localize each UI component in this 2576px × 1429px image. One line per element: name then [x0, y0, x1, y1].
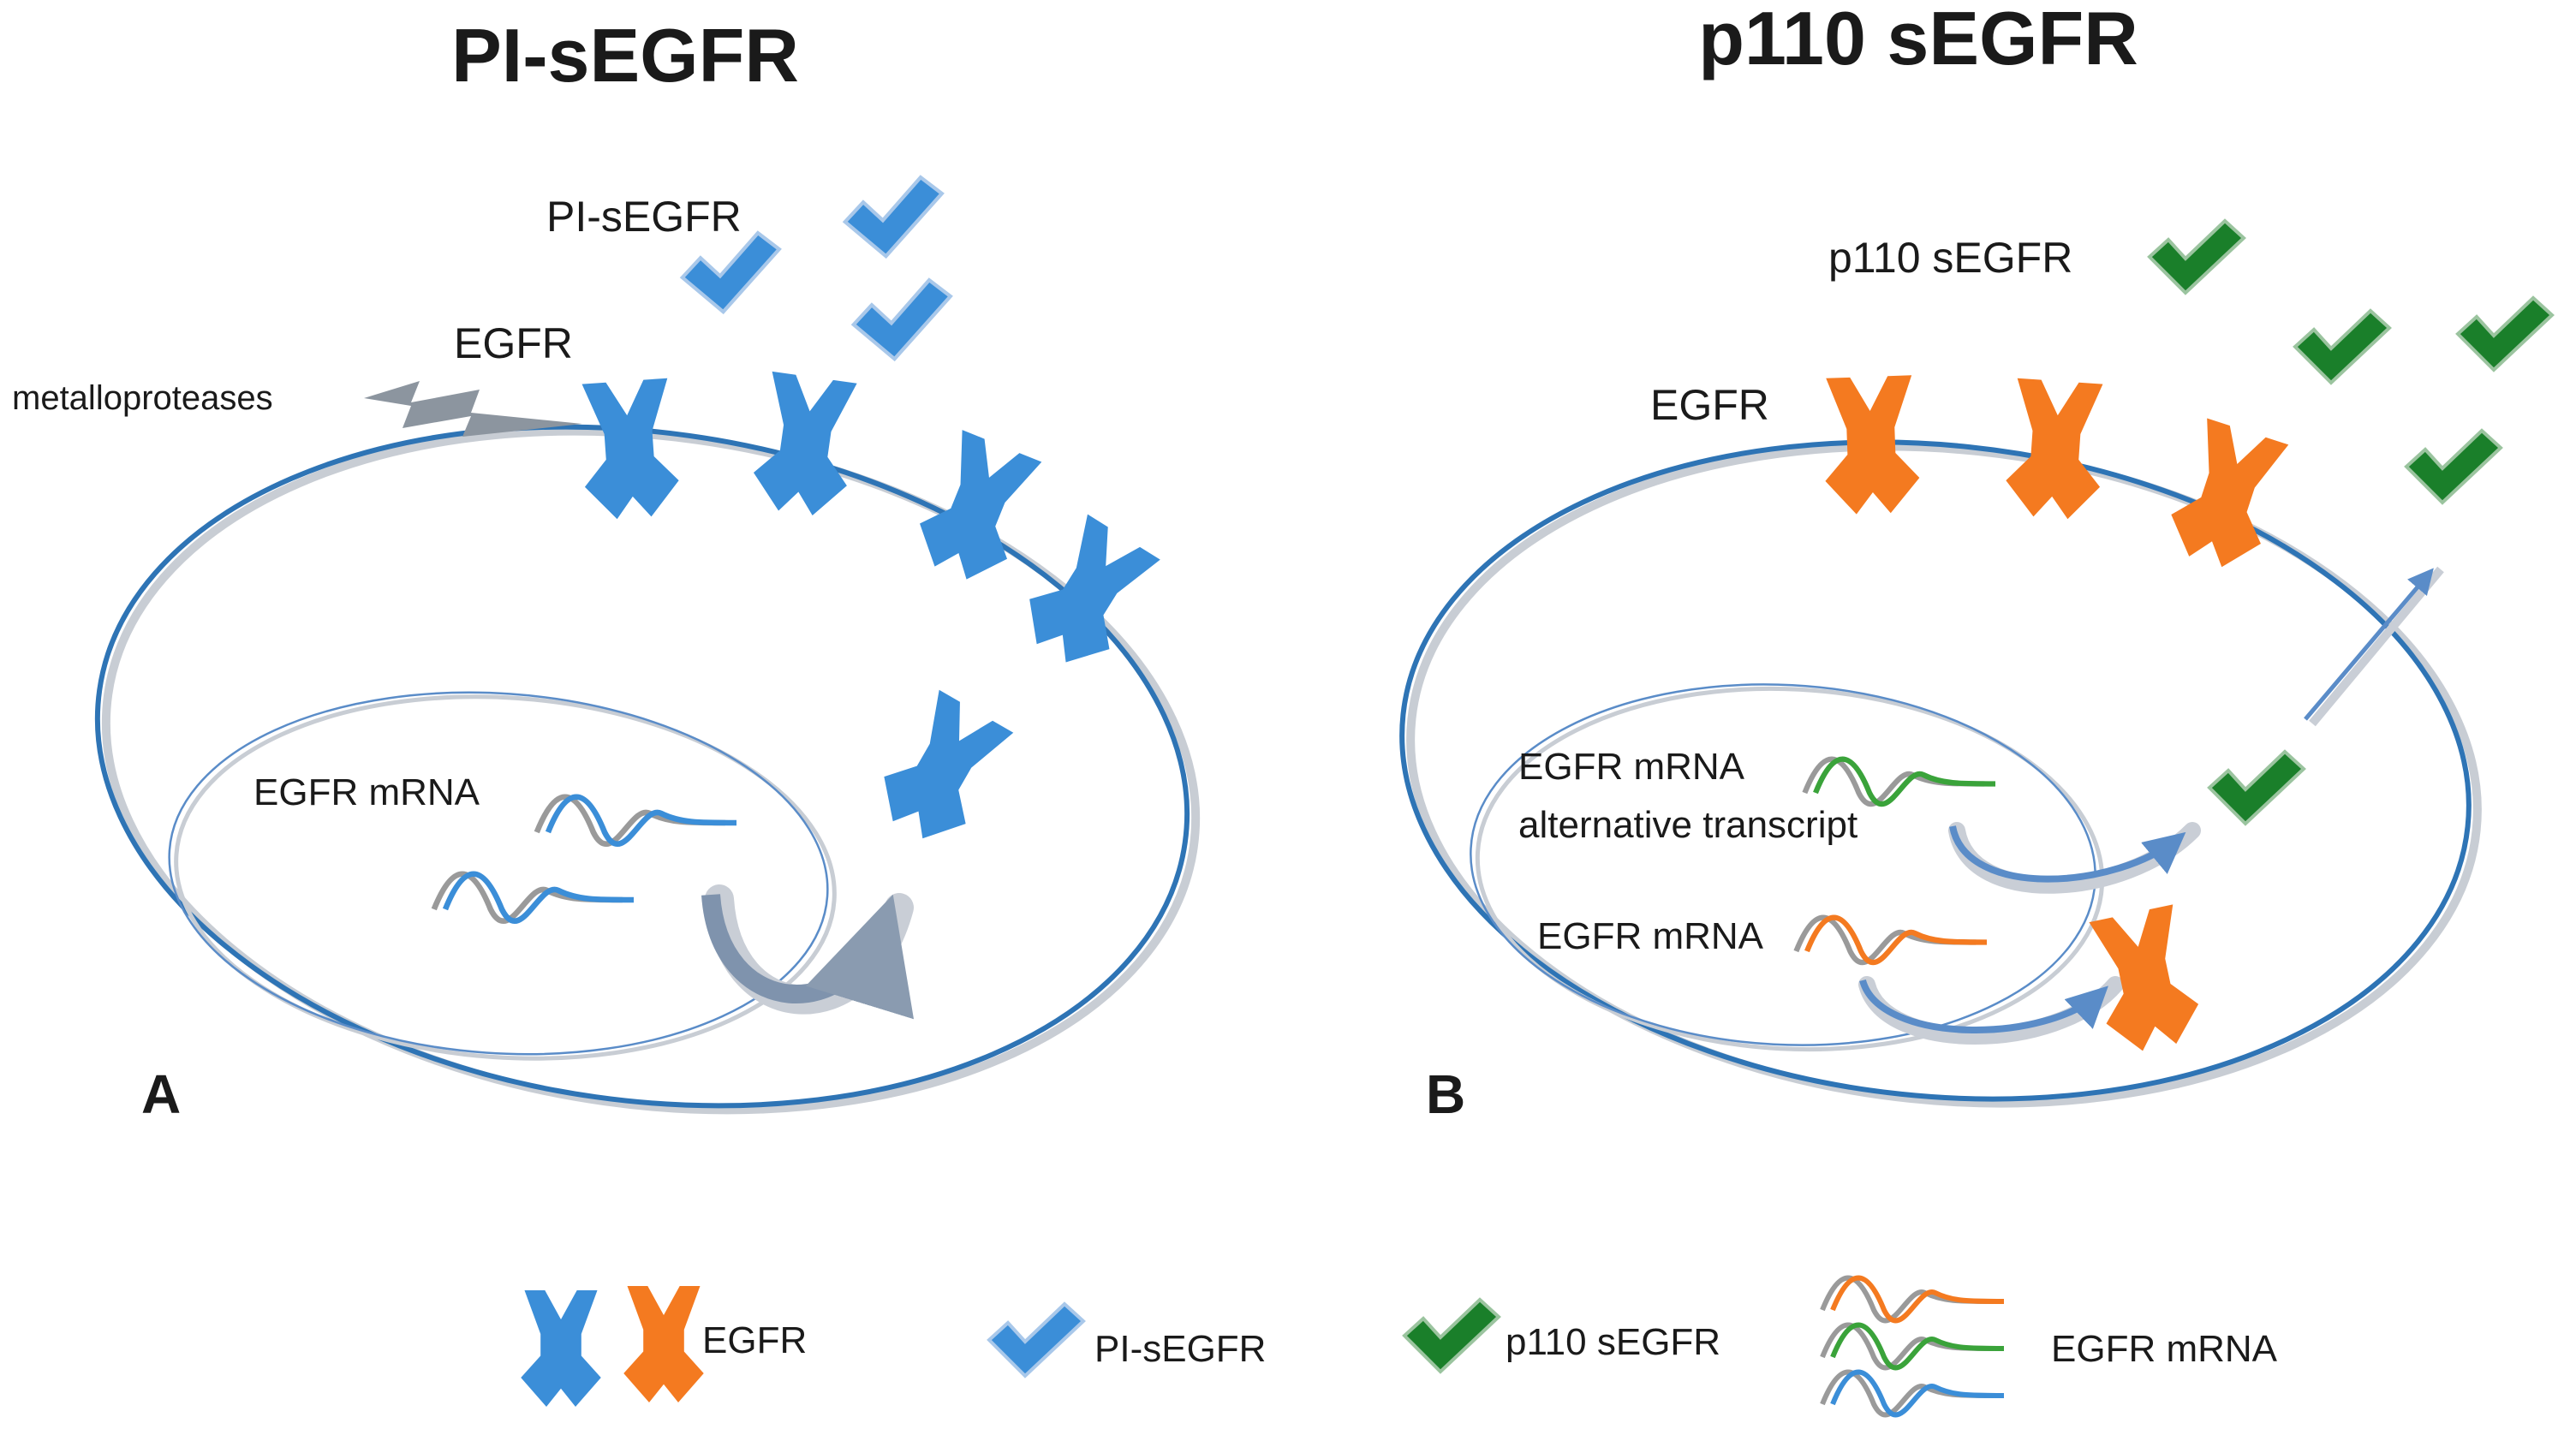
panel-a-title: PI-sEGFR	[451, 13, 799, 98]
egfr-receptor-a5	[867, 688, 1017, 854]
alt-mrna-label-b1: EGFR mRNA	[1518, 746, 1745, 788]
panel-a: PI-sEGFR EGFR mRNA metalloproteases EGFR…	[12, 13, 1201, 1125]
mrna-label-b: EGFR mRNA	[1537, 915, 1764, 957]
legend-mrna-icon	[1822, 1278, 2004, 1415]
pi-segfr-a3	[850, 278, 956, 362]
p110-segfr-b4	[2405, 429, 2502, 504]
mrna-strand-a1	[537, 797, 736, 844]
legend-egfr-label: EGFR	[702, 1319, 807, 1361]
cell-membrane-b-outline	[1399, 439, 2472, 1102]
egfr-receptor-b4	[2084, 903, 2206, 1057]
mrna-label-a: EGFR mRNA	[253, 771, 480, 813]
cell-membrane-a	[101, 426, 1201, 1115]
nucleus-a	[174, 694, 837, 1061]
nucleus-b-outline	[1470, 683, 2096, 1046]
pi-segfr-a2	[679, 231, 784, 315]
mrna-strand-b	[1796, 918, 1987, 962]
legend-egfr-blue-icon	[521, 1290, 601, 1407]
legend: EGFR PI-sEGFR p110 sEGFR EGFR mRNA	[521, 1278, 2278, 1415]
panel-b-title: p110 sEGFR	[1698, 0, 2138, 80]
legend-pi-segfr-icon	[987, 1302, 1085, 1378]
alt-mrna-label-b2: alternative transcript	[1518, 804, 1857, 846]
legend-pi-segfr-label: PI-sEGFR	[1094, 1328, 1266, 1370]
pi-segfr-label-a: PI-sEGFR	[546, 193, 742, 241]
legend-p110-icon	[1403, 1298, 1500, 1373]
pi-segfr-a1	[842, 176, 947, 259]
secretion-arrow-b	[2309, 566, 2444, 727]
nucleus-b	[1475, 686, 2105, 1052]
egfr-label-a: EGFR	[454, 319, 573, 367]
cell-membrane-b	[1406, 442, 2482, 1108]
legend-mrna-label: EGFR mRNA	[2051, 1328, 2278, 1370]
egfr-receptor-a2	[748, 371, 862, 520]
p110-label-b: p110 sEGFR	[1828, 234, 2072, 282]
legend-egfr-orange-icon	[623, 1286, 704, 1402]
p110-segfr-b2	[2293, 309, 2391, 384]
mrna-strand-a2	[434, 874, 634, 921]
egfr-receptor-b2	[2003, 378, 2108, 521]
panel-b: p110 sEGFR EGFR mRNA alternative transcr…	[1399, 0, 2554, 1125]
p110-segfr-b3	[2456, 296, 2554, 372]
cell-membrane-a-outline	[94, 424, 1190, 1109]
egfr-receptor-a4	[1011, 512, 1165, 678]
p110-segfr-b1	[2148, 219, 2245, 295]
egfr-label-b: EGFR	[1650, 381, 1769, 429]
p110-segfr-b5	[2208, 750, 2305, 825]
legend-p110-label: p110 sEGFR	[1506, 1321, 1720, 1363]
mrna-alt-strand-b	[1804, 759, 1995, 804]
egfr-receptor-a1	[577, 378, 682, 521]
panel-a-letter: A	[141, 1063, 181, 1125]
metalloproteases-label: metalloproteases	[12, 379, 273, 417]
metalloprotease-bolt	[364, 381, 582, 437]
panel-b-letter: B	[1426, 1063, 1465, 1125]
